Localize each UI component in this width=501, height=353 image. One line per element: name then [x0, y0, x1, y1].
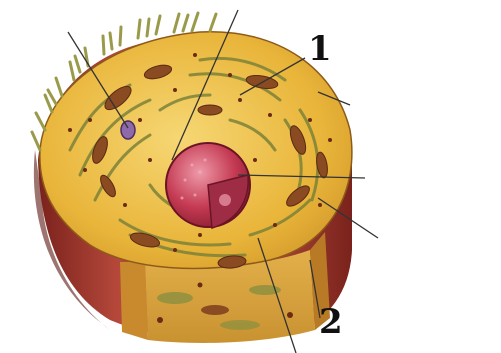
nucleus	[166, 143, 250, 228]
lysosome	[121, 121, 135, 139]
label-2: 2	[319, 305, 343, 339]
label-1: 1	[308, 32, 332, 66]
